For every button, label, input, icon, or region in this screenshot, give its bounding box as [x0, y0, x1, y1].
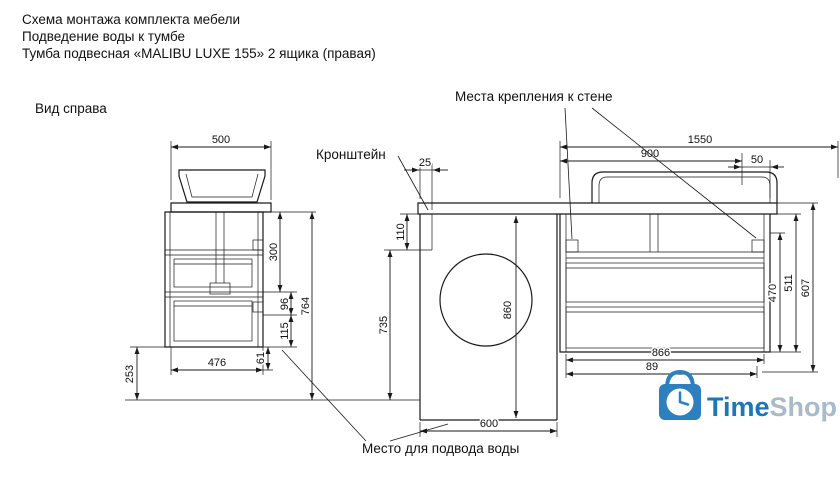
- logo-text: TimeShop: [707, 392, 837, 422]
- front-drawer-top: [565, 262, 765, 303]
- side-siphon: [209, 282, 231, 295]
- dim-470-label: 470: [767, 284, 779, 302]
- view-label: Вид справа: [35, 101, 107, 116]
- logo-clock-hands: [678, 391, 690, 406]
- dim-253-label: 253: [124, 365, 136, 383]
- side-sink-outline: [178, 169, 266, 203]
- callouts: Кронштейн Места крепления к стене Место …: [281, 89, 757, 456]
- dim-735-label: 735: [378, 316, 390, 334]
- bracket-label: Кронштейн: [316, 147, 386, 162]
- title-line-2: Подведение воды к тумбе: [22, 29, 185, 44]
- side-cabinet-outline: [164, 211, 264, 348]
- logo-bag-handle: [665, 369, 695, 389]
- dim-476-label: 476: [208, 357, 226, 369]
- side-countertop: [170, 202, 272, 213]
- title-line-1: Схема монтажа комплекта мебели: [22, 12, 240, 27]
- front-view: 1550 900 50 470 511 607 866 89: [559, 133, 839, 378]
- wall-mount-label: Места крепления к стене: [455, 89, 613, 104]
- water-supply-leader-left: [281, 349, 367, 442]
- wall-mount-leader-right: [591, 107, 757, 239]
- wall-mount-leader-left: [564, 107, 573, 240]
- front-bracket-left: [565, 239, 579, 253]
- mid-extension-lines: [384, 163, 558, 437]
- dim-50-label: 50: [751, 154, 763, 166]
- water-panel-view: 25 110 735 860 600: [125, 156, 778, 437]
- side-drawer-rails: [165, 249, 263, 298]
- water-supply-hole: [439, 253, 533, 347]
- water-supply-label: Место для подвода воды: [362, 441, 519, 456]
- dim-96-label: 96: [279, 298, 291, 310]
- dim-511-label: 511: [783, 274, 795, 292]
- side-view: 500 300 96 115 61 764 476 253: [123, 133, 316, 400]
- front-mounting-rail: [566, 251, 764, 259]
- side-drawer-top: [173, 258, 253, 288]
- dim-300-label: 300: [268, 243, 280, 261]
- timeshop-logo: TimeShop: [659, 369, 837, 422]
- front-drawer-bottom: [565, 306, 765, 349]
- front-cabinet-outline: [559, 214, 771, 353]
- dim-607-label: 607: [800, 279, 812, 297]
- dim-115-label: 115: [279, 322, 291, 340]
- dim-1550-label: 1550: [688, 134, 712, 146]
- side-sink-inner: [185, 173, 259, 198]
- bracket-leader: [397, 155, 429, 211]
- side-wall-bracket: [252, 239, 264, 251]
- title-block: Схема монтажа комплекта мебели Подведени…: [22, 12, 376, 116]
- dim-25-label: 25: [419, 157, 431, 169]
- front-sink-inner: [598, 176, 771, 203]
- dim-764-label: 764: [300, 297, 312, 315]
- title-line-3: Тумба подвесная «MALIBU LUXE 155» 2 ящик…: [22, 46, 376, 61]
- water-panel-outline: [419, 214, 558, 421]
- front-cabinet-panels: [565, 214, 765, 352]
- side-drawer-bottom: [173, 300, 253, 342]
- dim-500-label: 500: [212, 134, 230, 146]
- dim-866-label: 866: [652, 347, 670, 359]
- wall-bracket-plate: [420, 214, 433, 251]
- water-supply-leader-right: [389, 423, 449, 442]
- dim-600-label: 600: [480, 418, 498, 430]
- side-water-inlet: [252, 301, 264, 313]
- dim-860-label: 860: [502, 301, 514, 319]
- front-drain-pipe: [649, 214, 659, 252]
- dim-89-label: 89: [646, 361, 658, 373]
- dim-61-label: 61: [255, 352, 267, 364]
- front-bracket-right: [751, 239, 765, 253]
- dim-110-label: 110: [395, 223, 407, 241]
- side-cabinet-panels: [169, 212, 259, 347]
- side-drain-pipe: [215, 212, 225, 283]
- front-sink-outline: [591, 171, 778, 203]
